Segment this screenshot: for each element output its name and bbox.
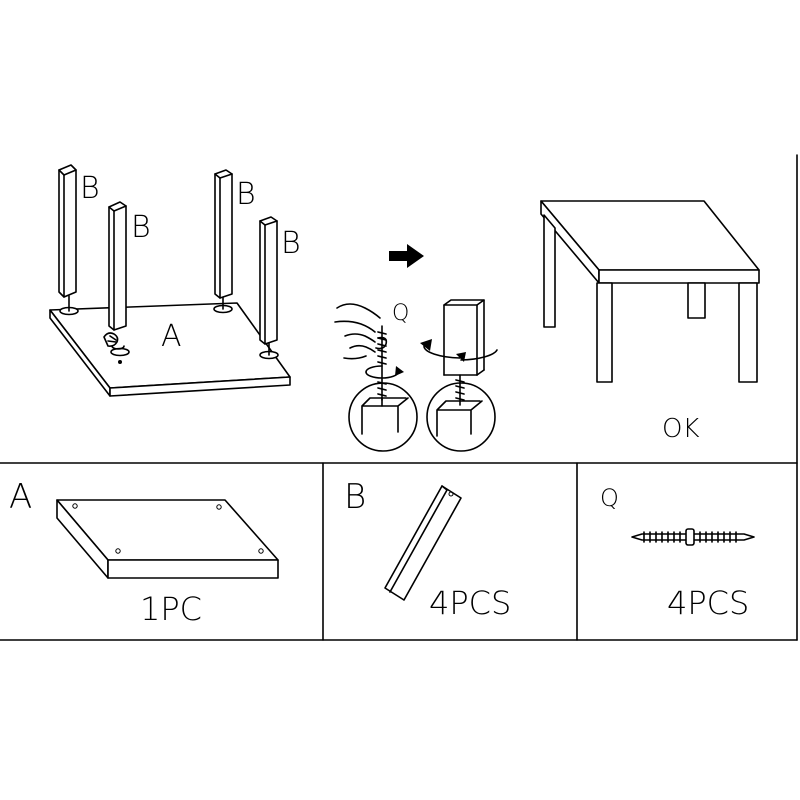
- leg-b-2: [108, 201, 127, 331]
- part-b-leg: B 4PCS: [344, 477, 511, 622]
- frame: [0, 154, 798, 641]
- leg-label: B: [131, 210, 151, 245]
- screw-detail-view: Q: [334, 244, 498, 452]
- double-screw-icon: [631, 528, 755, 546]
- leg-label: B: [281, 226, 301, 261]
- part-a-tabletop: A 1PC: [9, 477, 279, 628]
- leg-b-3: [214, 169, 233, 299]
- ok-label: OK: [662, 414, 700, 444]
- leg-label: B: [236, 177, 256, 212]
- leg-label: B: [80, 171, 100, 206]
- part-b-label: B: [344, 477, 366, 517]
- leg-b-1: [58, 164, 77, 298]
- detail-circle-right: [426, 382, 496, 452]
- arrow-right-icon: [389, 244, 424, 268]
- exploded-assembly-view: B B B B A: [49, 164, 301, 397]
- screw-plates: [59, 295, 279, 364]
- detail-circle-left: [348, 382, 418, 452]
- leg-with-screw: [420, 299, 498, 406]
- leg-b-4: [259, 216, 278, 345]
- small-hand-icon: [103, 332, 125, 350]
- screw-label: Q: [392, 301, 409, 326]
- part-b-qty: 4PCS: [429, 584, 511, 622]
- part-q-label: Q: [600, 484, 619, 512]
- tabletop-label: A: [161, 319, 182, 354]
- rotate-arrow-icon: [365, 365, 404, 379]
- part-a-label: A: [9, 477, 32, 517]
- part-q-qty: 4PCS: [667, 584, 749, 622]
- finished-table-view: OK: [540, 200, 760, 444]
- part-q-screw: Q 4PCS: [600, 484, 755, 622]
- part-a-qty: 1PC: [140, 590, 202, 628]
